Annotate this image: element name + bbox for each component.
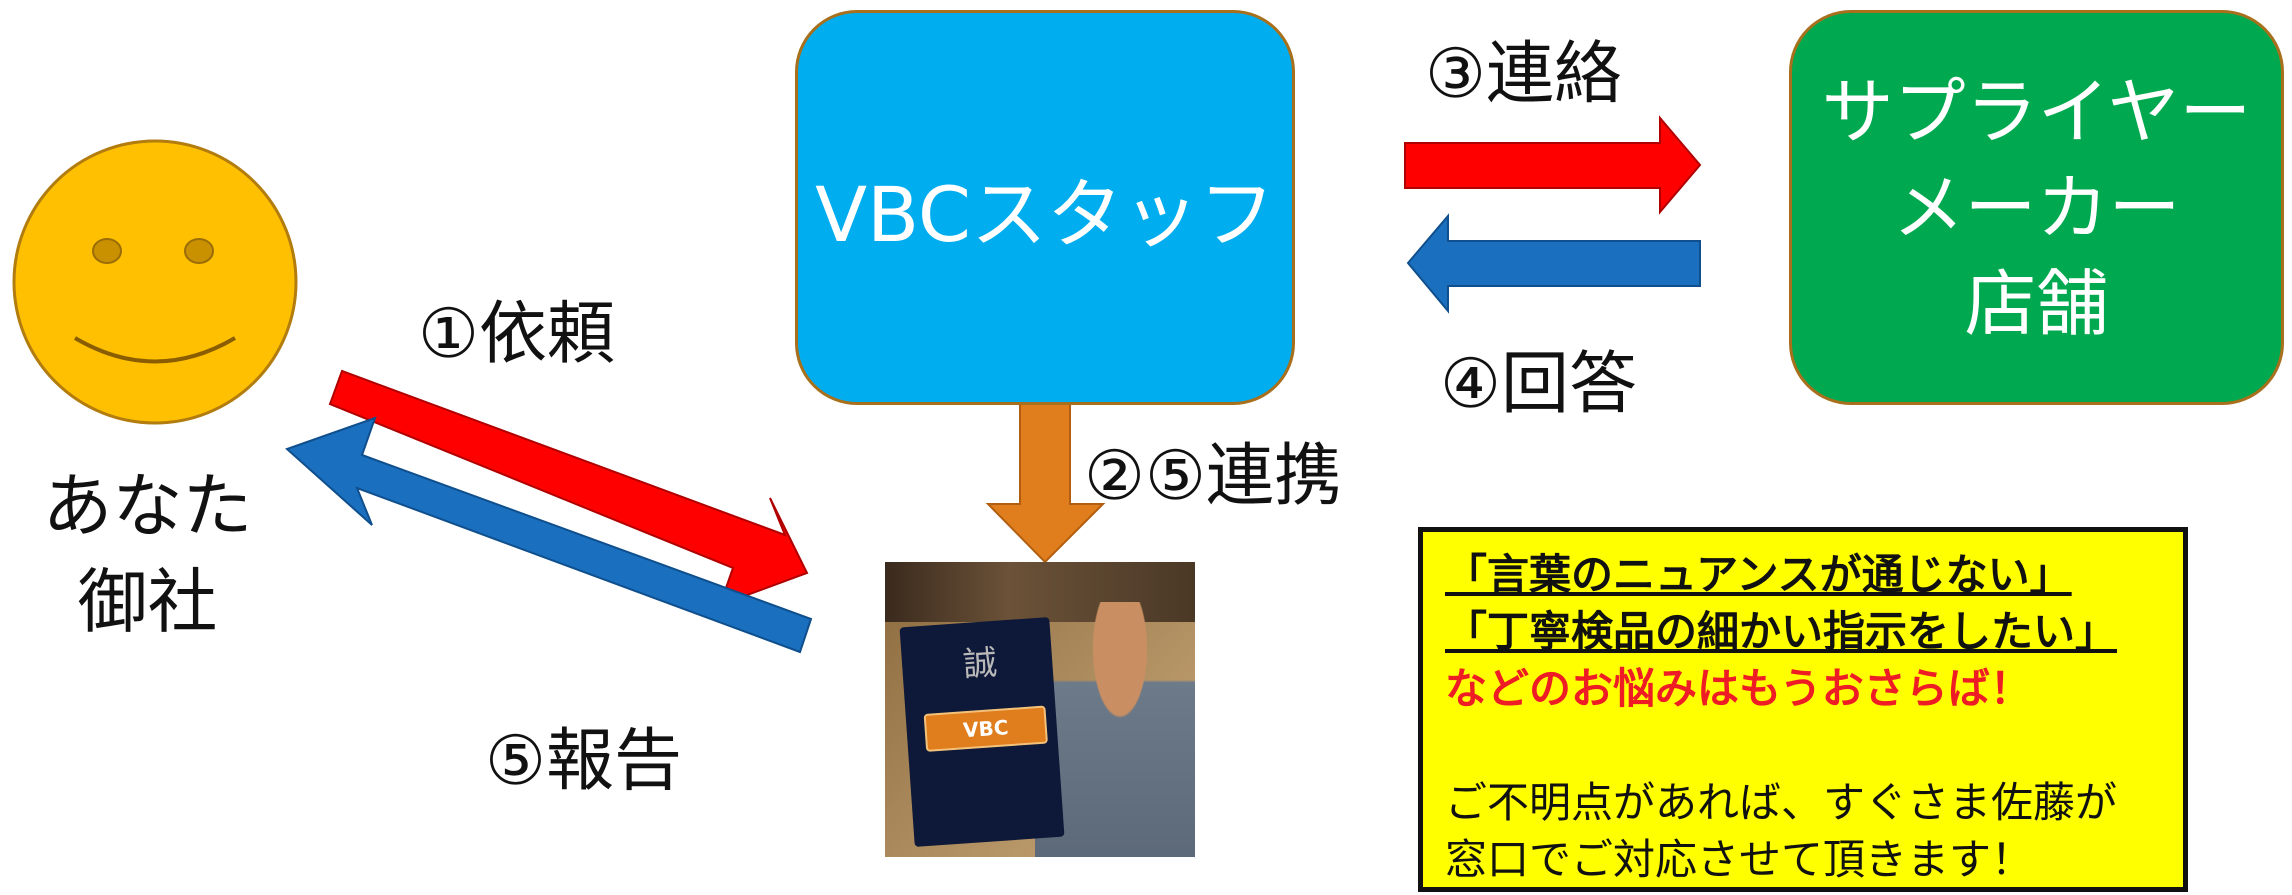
note-line-2: 「丁寧検品の細かい指示をしたい」 — [1445, 607, 2118, 656]
note-line-1: 「言葉のニュアンスが通じない」 — [1445, 550, 2072, 599]
contact-arrow — [1404, 115, 1702, 215]
you-label-line-1: あなた — [42, 465, 253, 547]
cooperation-label: ②⑤連携 — [1084, 437, 1342, 516]
note-box: 「言葉のニュアンスが通じない」 「丁寧検品の細かい指示をしたい」 などのお悩みは… — [1418, 527, 2188, 892]
supplier-line-3: 店舗 — [1964, 261, 2109, 346]
you-label: あなた 御社 — [40, 458, 255, 650]
you-label-line-2: 御社 — [77, 561, 218, 643]
note-line-3: などのお悩みはもうおさらば！ — [1445, 664, 2032, 713]
smiley-face-icon — [12, 139, 298, 425]
report-label: ⑤報告 — [485, 722, 682, 801]
supplier-line-1: サプライヤー — [1821, 69, 2252, 154]
supplier-box: サプライヤー メーカー 店舗 — [1789, 10, 2284, 405]
request-arrow — [328, 369, 809, 607]
vbc-staff-label: VBCスタッフ — [815, 169, 1275, 259]
vbc-folder: 誠 VBC — [899, 617, 1065, 847]
note-spacer — [1445, 717, 2183, 774]
report-arrow — [285, 416, 813, 654]
supplier-line-2: メーカー — [1892, 165, 2181, 250]
folder-kanji: 誠 — [961, 642, 999, 686]
answer-label: ④回答 — [1440, 345, 1637, 424]
folder-badge: VBC — [923, 705, 1048, 752]
vbc-staff-box: VBCスタッフ — [795, 10, 1295, 405]
request-label: ①依頼 — [418, 295, 615, 374]
staff-photo: 誠 VBC — [885, 562, 1195, 857]
note-line-5: 窓口でご対応させて頂きます！ — [1445, 835, 2034, 884]
contact-label: ③連絡 — [1425, 35, 1622, 114]
answer-arrow — [1406, 213, 1701, 314]
note-line-4: ご不明点があれば、すぐさま佐藤が — [1445, 778, 2118, 827]
